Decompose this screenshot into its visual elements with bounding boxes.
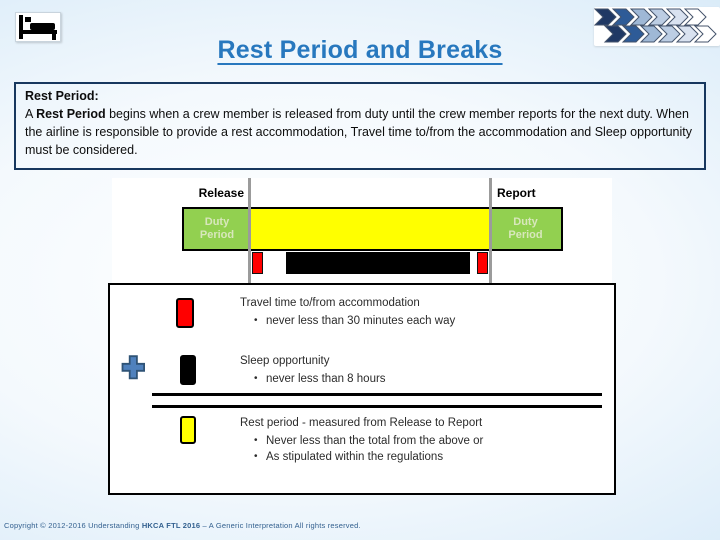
page-title: Rest Period and Breaks	[217, 36, 503, 64]
release-marker-line	[248, 178, 251, 283]
rest-bullet-2: • As stipulated within the regulations	[254, 451, 444, 463]
report-marker-line	[489, 178, 492, 283]
travel-title: Travel time to/from accommodation	[240, 297, 420, 309]
info-paragraph: A Rest Period begins when a crew member …	[25, 107, 693, 157]
sleep-title: Sleep opportunity	[240, 355, 330, 367]
rest-title: Rest period - measured from Release to R…	[240, 417, 483, 429]
duty-period-left: Duty Period	[184, 209, 250, 249]
bullet-icon: •	[254, 373, 258, 384]
rest-entry: Rest period - measured from Release to R…	[240, 415, 600, 465]
travel-swatch	[176, 298, 194, 328]
travel-bullet: • never less than 30 minutes each way	[254, 315, 456, 327]
bullet-icon: •	[254, 451, 258, 462]
chevron-arrows-decoration	[593, 7, 720, 46]
duty-bar: Duty Period Duty Period	[182, 207, 563, 251]
rest-swatch	[180, 416, 196, 444]
duty-period-right: Duty Period	[490, 209, 561, 249]
plus-icon	[121, 354, 146, 386]
info-box: Rest Period: A Rest Period begins when a…	[14, 82, 706, 170]
sleep-swatch	[180, 355, 196, 385]
bullet-icon: •	[254, 435, 258, 446]
sleep-entry: Sleep opportunity • never less than 8 ho…	[240, 353, 600, 387]
bed-icon-glyph	[19, 15, 57, 40]
rest-period-bar	[250, 209, 490, 249]
info-heading: Rest Period:	[25, 89, 99, 103]
total-divider-top	[152, 393, 602, 396]
travel-time-left-block	[252, 252, 263, 274]
bullet-icon: •	[254, 315, 258, 326]
bed-icon	[15, 12, 61, 42]
travel-time-right-block	[477, 252, 488, 274]
legend-box: Travel time to/from accommodation • neve…	[108, 283, 616, 495]
release-label: Release	[198, 186, 244, 200]
total-divider-bottom	[152, 405, 602, 408]
travel-entry: Travel time to/from accommodation • neve…	[240, 295, 600, 329]
rest-bullet-1: • Never less than the total from the abo…	[254, 435, 484, 447]
chevron-arrows-svg	[593, 8, 717, 43]
info-bold-phrase: Rest Period	[36, 107, 106, 121]
copyright-text: Copyright © 2012-2016 Understanding HKCA…	[4, 521, 361, 530]
sleep-bullet: • never less than 8 hours	[254, 373, 386, 385]
sleep-opportunity-bar	[286, 252, 470, 274]
report-label: Report	[497, 186, 536, 200]
